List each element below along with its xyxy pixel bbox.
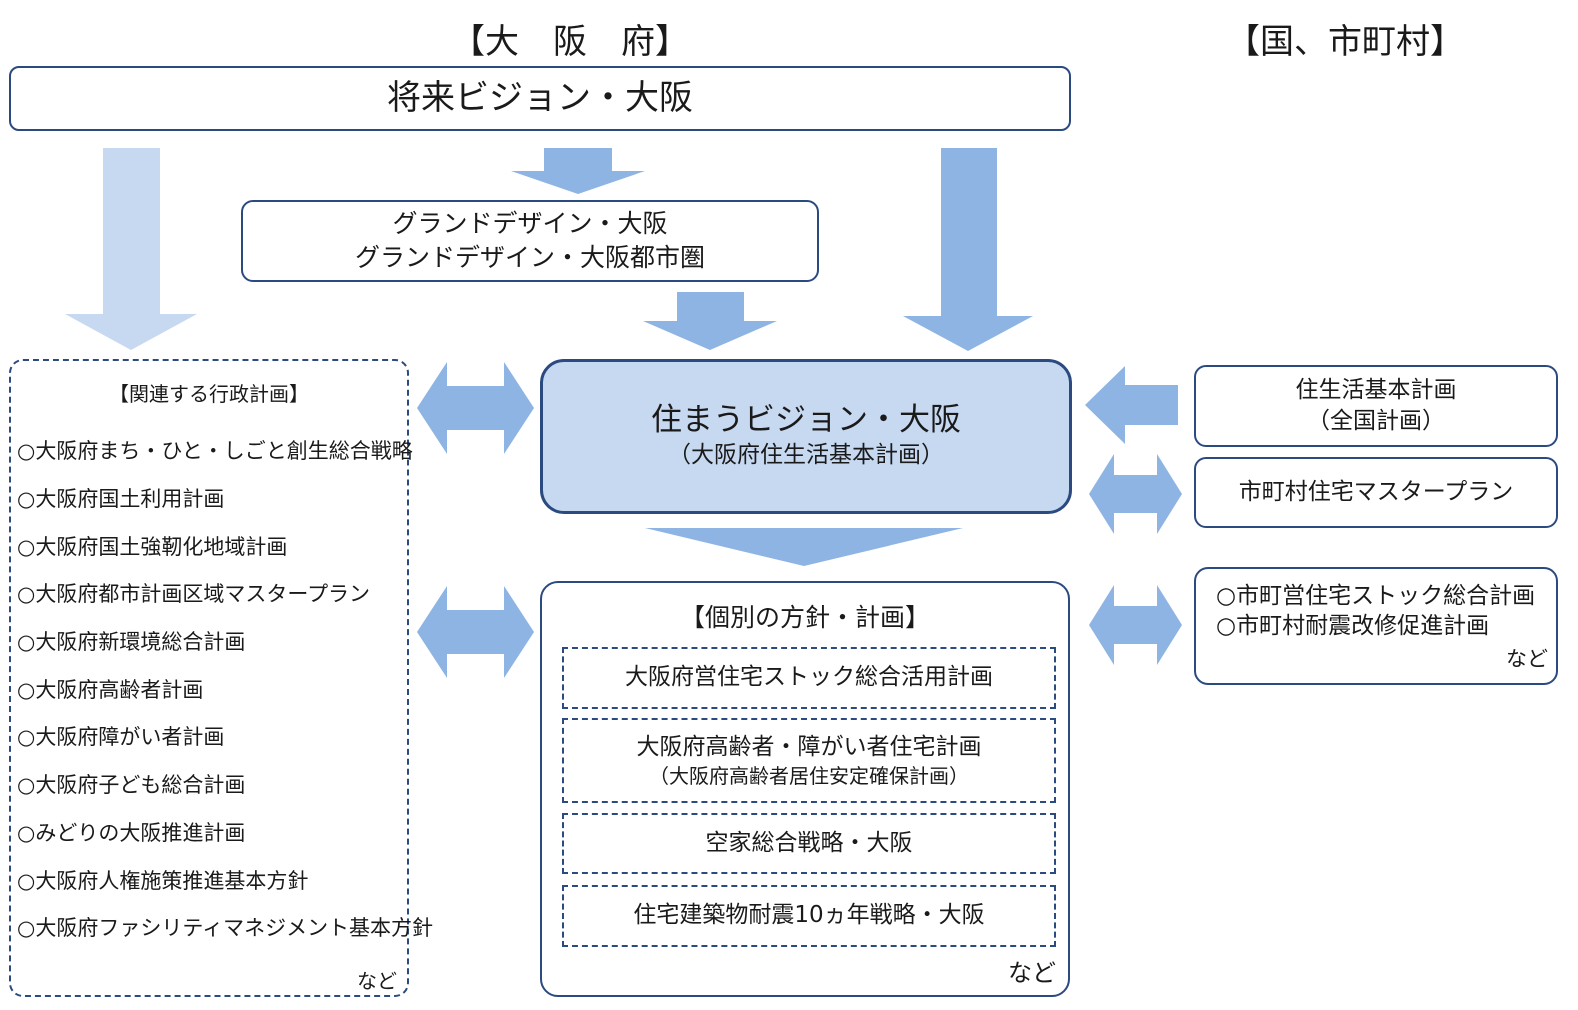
national-municipal-header: 【国、市町村】 [1226, 22, 1464, 62]
osaka-future-vision-box: 将来ビジョン・大阪 [9, 66, 1071, 131]
double-arrow-related-individual [417, 586, 534, 678]
individual-plan-line1: 住宅建築物耐震10ヵ年戦略・大阪 [633, 902, 985, 929]
related-plans-etc: など [357, 969, 397, 993]
municipal-master-plan-title: 市町村住宅マスタープラン [1238, 478, 1514, 505]
double-arrow-individual-municipal-plans [1089, 585, 1182, 665]
related-plan-item: ○大阪府都市計画区域マスタープラン [17, 582, 371, 606]
individual-plan-item: 住宅建築物耐震10ヵ年戦略・大阪 [562, 885, 1056, 947]
individual-plan-item: 空家総合戦略・大阪 [562, 813, 1056, 874]
related-plan-item: ○大阪府障がい者計画 [17, 725, 225, 749]
individual-plans-box: 【個別の方針・計画】 大阪府営住宅ストック総合活用計画 大阪府高齢者・障がい者住… [540, 581, 1070, 997]
individual-plan-line1: 大阪府営住宅ストック総合活用計画 [625, 664, 993, 691]
municipal-master-plan-box: 市町村住宅マスタープラン [1194, 457, 1558, 528]
individual-plans-etc: など [1008, 959, 1056, 987]
related-plan-item: ○大阪府ファシリティマネジメント基本方針 [17, 916, 434, 940]
municipal-plan-item: ○市町村耐震改修促進計画 [1216, 613, 1490, 639]
down-arrow-to-grand-design [511, 148, 645, 194]
double-arrow-related-center [417, 362, 534, 454]
individual-plan-line2: （大阪府高齢者居住安定確保計画） [649, 764, 969, 789]
related-plan-item: ○大阪府国土強靭化地域計画 [17, 535, 288, 559]
related-plan-item: ○大阪府まち・ひと・しごと創生総合戦略 [17, 439, 413, 463]
national-housing-plan-box: 住生活基本計画 （全国計画） [1194, 365, 1558, 447]
related-plan-item: ○大阪府新環境総合計画 [17, 630, 246, 654]
osaka-housing-vision-title: 住まうビジョン・大阪 [651, 402, 961, 439]
related-plan-item: ○大阪府人権施策推進基本方針 [17, 869, 309, 893]
osaka-future-vision-title: 将来ビジョン・大阪 [387, 78, 693, 119]
grand-design-line2: グランドデザイン・大阪都市圏 [354, 243, 705, 272]
related-plans-title: 【関連する行政計画】 [109, 382, 309, 406]
down-arrow-grand-design-to-center [643, 292, 777, 350]
double-arrow-center-municipal-master [1089, 454, 1182, 534]
osaka-housing-vision-subtitle: （大阪府住生活基本計画） [668, 441, 944, 468]
related-plans-box: 【関連する行政計画】 ○大阪府まち・ひと・しごと創生総合戦略 ○大阪府国土利用計… [9, 359, 433, 997]
related-plan-item: ○大阪府子ども総合計画 [17, 773, 246, 797]
grand-design-box: グランドデザイン・大阪 グランドデザイン・大阪都市圏 [241, 200, 819, 282]
left-arrow-national-to-center [1085, 366, 1178, 444]
individual-plan-line1: 大阪府高齢者・障がい者住宅計画 [636, 733, 982, 760]
national-housing-plan-line1: 住生活基本計画 [1295, 376, 1457, 403]
related-plan-item: ○みどりの大阪推進計画 [17, 821, 246, 845]
individual-plan-item: 大阪府高齢者・障がい者住宅計画 （大阪府高齢者居住安定確保計画） [562, 718, 1056, 803]
municipal-plans-etc: など [1506, 647, 1548, 671]
individual-plan-line1: 空家総合戦略・大阪 [705, 829, 913, 856]
national-housing-plan-line2: （全国計画） [1307, 408, 1445, 434]
osaka-housing-vision-box: 住まうビジョン・大阪 （大阪府住生活基本計画） [540, 359, 1072, 514]
municipal-plan-item: ○市町営住宅ストック総合計画 [1216, 583, 1536, 609]
related-plan-item: ○大阪府高齢者計画 [17, 678, 204, 702]
down-arrow-to-related-plans [65, 148, 197, 350]
related-plan-item: ○大阪府国土利用計画 [17, 487, 225, 511]
down-arrow-vision-to-center [903, 148, 1033, 351]
prefecture-header: 【大 阪 府】 [451, 22, 689, 62]
municipal-plans-box: ○市町営住宅ストック総合計画 ○市町村耐震改修促進計画 など [1194, 567, 1558, 685]
individual-plans-title: 【個別の方針・計画】 [679, 603, 930, 632]
grand-design-line1: グランドデザイン・大阪 [392, 209, 668, 239]
individual-plan-item: 大阪府営住宅ストック総合活用計画 [562, 647, 1056, 709]
down-arrow-center-to-individual [645, 528, 963, 566]
